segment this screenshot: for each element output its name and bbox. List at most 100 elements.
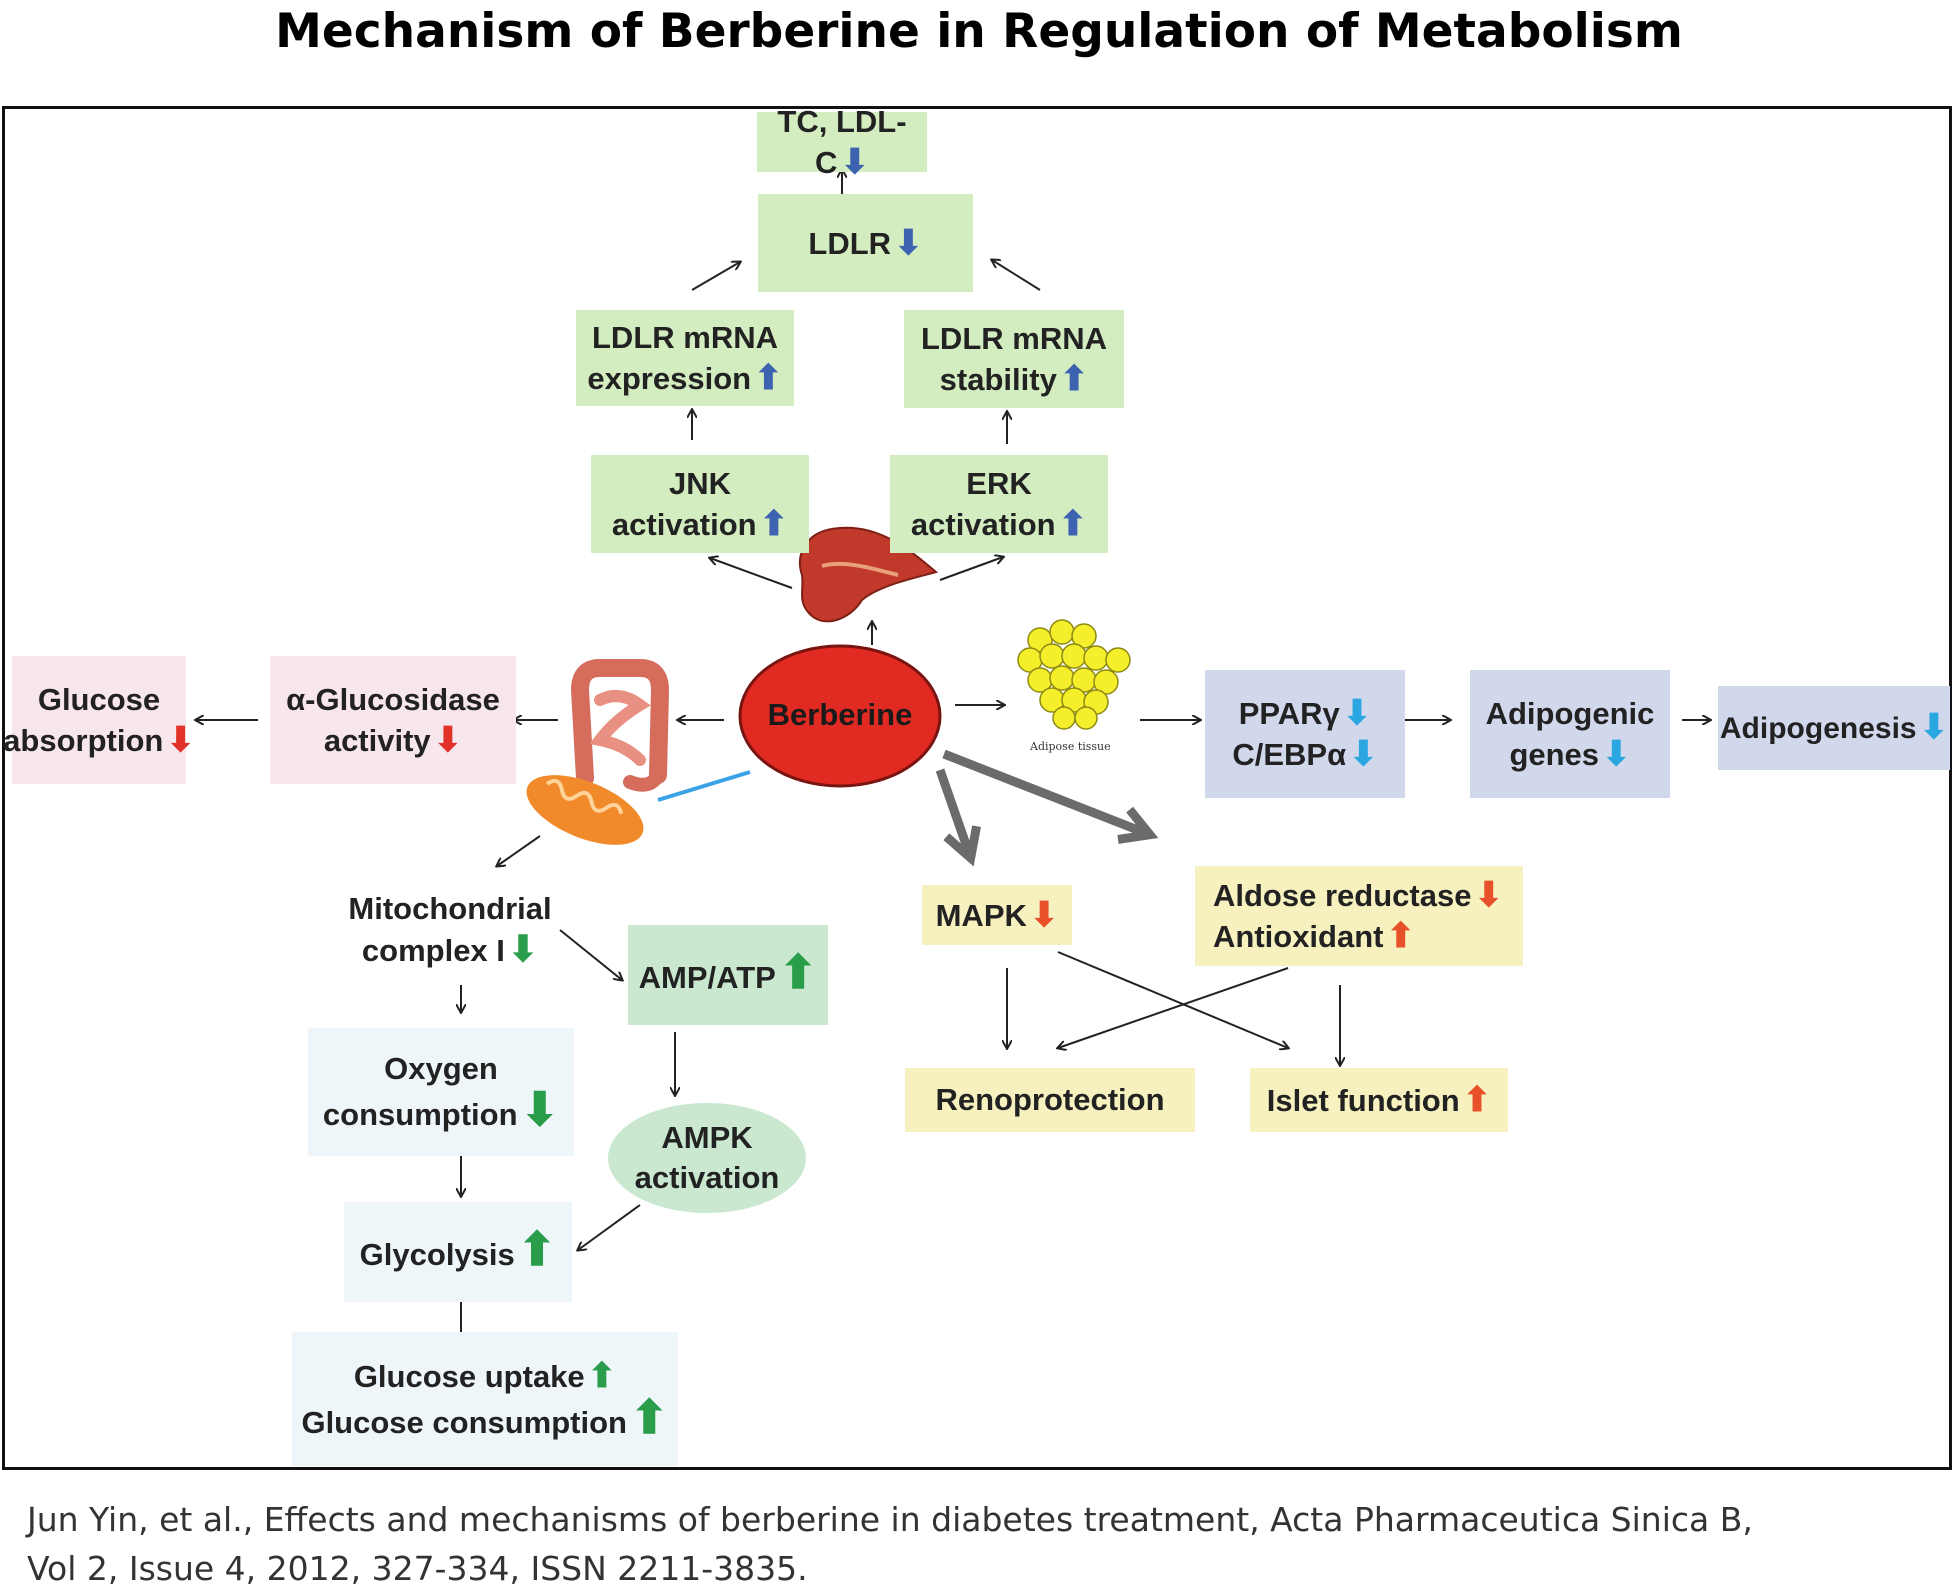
islet-function-box: Islet function⬆ (1250, 1068, 1508, 1132)
glucose-consumption-text: Glucose consumption (301, 1404, 627, 1440)
up-arrow-icon: ⬆ (517, 1223, 557, 1275)
antioxidant-text: Antioxidant (1213, 919, 1384, 954)
tc-ldlc-box: TC, LDL-C⬇ (757, 104, 927, 181)
islet-function-text: Islet function (1266, 1082, 1460, 1118)
up-arrow-icon: ⬆ (587, 1356, 617, 1395)
glucose-absorption-line2: absorption (3, 722, 164, 758)
adipose-tissue-icon (1017, 619, 1131, 730)
oxygen-line2: consumption (322, 1097, 518, 1132)
ampk-line1: AMPK (661, 1120, 753, 1155)
cebp-alpha-text: C/EBPα (1232, 737, 1347, 772)
oxygen-consumption-box: Oxygen consumption⬇ (308, 1028, 574, 1156)
adipogenic-line2: genes (1509, 736, 1600, 772)
adipogenesis-text: Adipogenesis (1719, 712, 1917, 745)
up-arrow-icon: ⬆ (778, 946, 818, 998)
up-arrow-icon: ⬆ (629, 1390, 669, 1443)
adipogenic-genes-box: Adipogenic genes⬇ (1470, 670, 1670, 798)
alpha-glucosidase-box: α-Glucosidase activity⬇ (270, 656, 516, 784)
erk-line2: activation (910, 506, 1056, 542)
mitochondrial-complex-box: Mitochondrial complex I⬇ (330, 880, 570, 980)
ldlr-mrna-expression-line1: LDLR mRNA (592, 319, 778, 355)
ldlr-mrna-expression-box: LDLR mRNA expression⬆ (576, 310, 794, 406)
diagram-frame (2, 106, 1952, 1470)
glucose-uptake-text: Glucose uptake (353, 1358, 585, 1394)
glycolysis-box: Glycolysis⬆ (344, 1202, 572, 1302)
ldlr-mrna-stability-box: LDLR mRNA stability⬆ (904, 310, 1124, 408)
renoprotection-text: Renoprotection (935, 1082, 1165, 1117)
adipose-tissue-label: Adipose tissue (1030, 740, 1111, 753)
ampk-line2: activation (634, 1160, 780, 1195)
glycolysis-text: Glycolysis (359, 1237, 515, 1272)
mapk-box: MAPK⬇ (922, 885, 1072, 945)
berberine-ellipse (738, 644, 942, 788)
alpha-glucosidase-line2: activity (323, 722, 431, 758)
up-arrow-icon: ⬆ (1386, 917, 1416, 955)
arrow-ampk-to-glycolysis (578, 1204, 641, 1250)
aldose-antioxidant-box: Aldose reductase⬇ Antioxidant⬆ (1195, 866, 1523, 966)
down-arrow-icon: ⬇ (894, 223, 923, 262)
arrow-stability-to-ldlr (992, 260, 1041, 291)
citation-line1: Jun Yin, et al., Effects and mechanisms … (27, 1500, 1753, 1539)
down-arrow-icon: ⬇ (507, 928, 539, 969)
inhibition-line-berberine-mitochondria (657, 770, 751, 802)
up-arrow-icon: ⬆ (754, 358, 783, 397)
up-arrow-icon: ⬆ (1462, 1080, 1492, 1119)
mitochondrial-complex-line2: complex I (361, 933, 505, 968)
mitochondria-icon (526, 775, 644, 845)
oxygen-line1: Oxygen (384, 1051, 498, 1086)
down-arrow-icon: ⬇ (1342, 694, 1372, 732)
arrow-aldose-to-renoprotection (1058, 967, 1289, 1048)
up-arrow-icon: ⬆ (1058, 504, 1088, 543)
arrow-liver-to-jnk (710, 558, 793, 589)
down-arrow-icon: ⬇ (1349, 735, 1378, 773)
arrow-liver-to-erk (939, 557, 1003, 581)
glucose-absorption-box: Glucose absorption⬇ (3, 656, 195, 784)
citation: Jun Yin, et al., Effects and mechanisms … (27, 1495, 1753, 1593)
down-arrow-icon: ⬇ (520, 1083, 560, 1135)
down-arrow-icon: ⬇ (840, 142, 869, 181)
jnk-line2: activation (611, 506, 757, 542)
ldlr-mrna-expression-line2: expression (587, 360, 752, 396)
renoprotection-box: Renoprotection (905, 1068, 1195, 1132)
ldlr-mrna-stability-line1: LDLR mRNA (921, 320, 1107, 356)
tc-ldlc-text: TC, LDL-C (777, 103, 907, 180)
arrow-complex-to-ampatp (559, 929, 622, 980)
up-arrow-icon: ⬆ (759, 504, 789, 543)
arrow-berberine-to-mapk (935, 768, 970, 856)
ppar-gamma-text: PPARγ (1238, 696, 1340, 731)
arrow-mitochondria-to-complex (497, 835, 541, 866)
ppar-cebp-box: PPARγ⬇ C/EBPα⬇ (1205, 670, 1405, 798)
arrow-berberine-to-aldose (942, 749, 1148, 834)
erk-activation-box: ERK activation⬆ (890, 455, 1108, 553)
adipogenesis-box: Adipogenesis⬇ (1718, 686, 1950, 770)
ampk-activation-ellipse: AMPK activation (608, 1103, 806, 1213)
jnk-activation-box: JNK activation⬆ (591, 455, 809, 553)
up-arrow-icon: ⬆ (1059, 359, 1089, 398)
down-arrow-icon: ⬇ (1474, 876, 1503, 914)
ldlr-box: LDLR⬇ (758, 194, 973, 292)
berberine-label: Berberine (740, 690, 940, 740)
amp-atp-box: AMP/ATP⬆ (628, 925, 828, 1025)
ldlr-mrna-stability-line2: stability (939, 361, 1057, 397)
mapk-text: MAPK (935, 897, 1027, 933)
glucose-uptake-consumption-box: Glucose uptake⬆ Glucose consumption⬆ (292, 1332, 678, 1466)
down-arrow-icon: ⬇ (166, 720, 195, 759)
adipogenic-line1: Adipogenic (1485, 695, 1655, 731)
glucose-absorption-line1: Glucose (37, 681, 161, 717)
citation-line2: Vol 2, Issue 4, 2012, 327-334, ISSN 2211… (27, 1549, 808, 1588)
arrow-mapk-to-islet (1057, 951, 1288, 1048)
alpha-glucosidase-line1: α-Glucosidase (286, 681, 500, 717)
ldlr-text: LDLR (808, 225, 892, 261)
down-arrow-icon: ⬇ (1029, 895, 1059, 934)
mitochondrial-complex-line1: Mitochondrial (348, 891, 552, 926)
down-arrow-icon: ⬇ (1919, 708, 1949, 746)
berberine-text: Berberine (767, 697, 913, 732)
intestine-icon (570, 659, 670, 792)
aldose-reductase-text: Aldose reductase (1213, 878, 1472, 913)
jnk-line1: JNK (668, 465, 731, 501)
erk-line1: ERK (966, 465, 1032, 501)
diagram-title: Mechanism of Berberine in Regulation of … (275, 4, 1683, 59)
arrow-expression-to-ldlr (691, 262, 740, 291)
down-arrow-icon: ⬇ (433, 720, 463, 759)
